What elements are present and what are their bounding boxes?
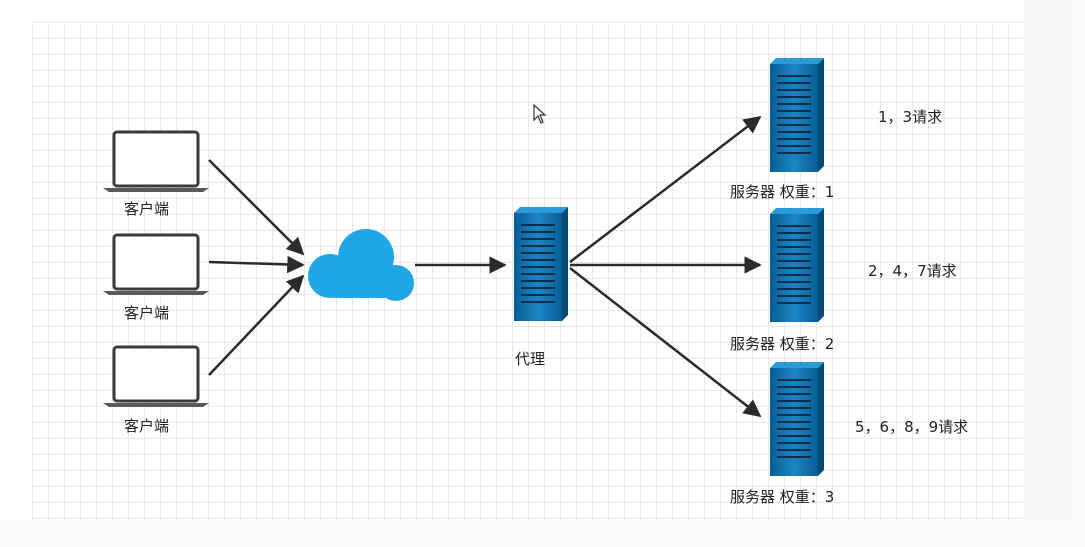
client-label-3: 客户端 (124, 417, 170, 435)
server-label-3: 服务器 权重：3 (730, 488, 835, 506)
server-1 (764, 58, 826, 178)
arrow-client1-to-cloud (208, 159, 305, 256)
arrow-client2-to-cloud (208, 255, 305, 274)
mouse-cursor-icon (533, 104, 547, 124)
client-label-2: 客户端 (124, 304, 170, 322)
server-icon (770, 362, 824, 476)
client-laptop-1 (101, 130, 211, 196)
server-icon (770, 58, 824, 172)
client-label-1: 客户端 (124, 200, 170, 218)
proxy-server (508, 207, 570, 327)
arrow-proxy-to-server1 (569, 115, 762, 263)
server-label-1: 服务器 权重：1 (730, 183, 835, 201)
scroll-gutter (1024, 0, 1085, 547)
server-requests-2: 2，4，7请求 (868, 262, 957, 280)
cloud-icon (308, 229, 414, 301)
server-requests-3: 5，6，8，9请求 (855, 418, 969, 436)
laptop-icon (103, 345, 209, 407)
server-icon (770, 208, 824, 322)
laptop-icon (103, 233, 209, 295)
client-laptop-2 (101, 233, 211, 299)
proxy-label: 代理 (515, 350, 546, 368)
arrow-proxy-to-server3 (569, 267, 762, 418)
client-laptop-3 (101, 345, 211, 411)
arrow-client3-to-cloud (208, 274, 305, 376)
server-icon (514, 207, 568, 321)
server-3 (764, 362, 826, 482)
server-requests-1: 1，3请求 (878, 108, 943, 126)
bottom-gutter (0, 520, 1085, 547)
server-2 (764, 208, 826, 328)
server-label-2: 服务器 权重：2 (730, 335, 835, 353)
laptop-icon (103, 130, 209, 192)
